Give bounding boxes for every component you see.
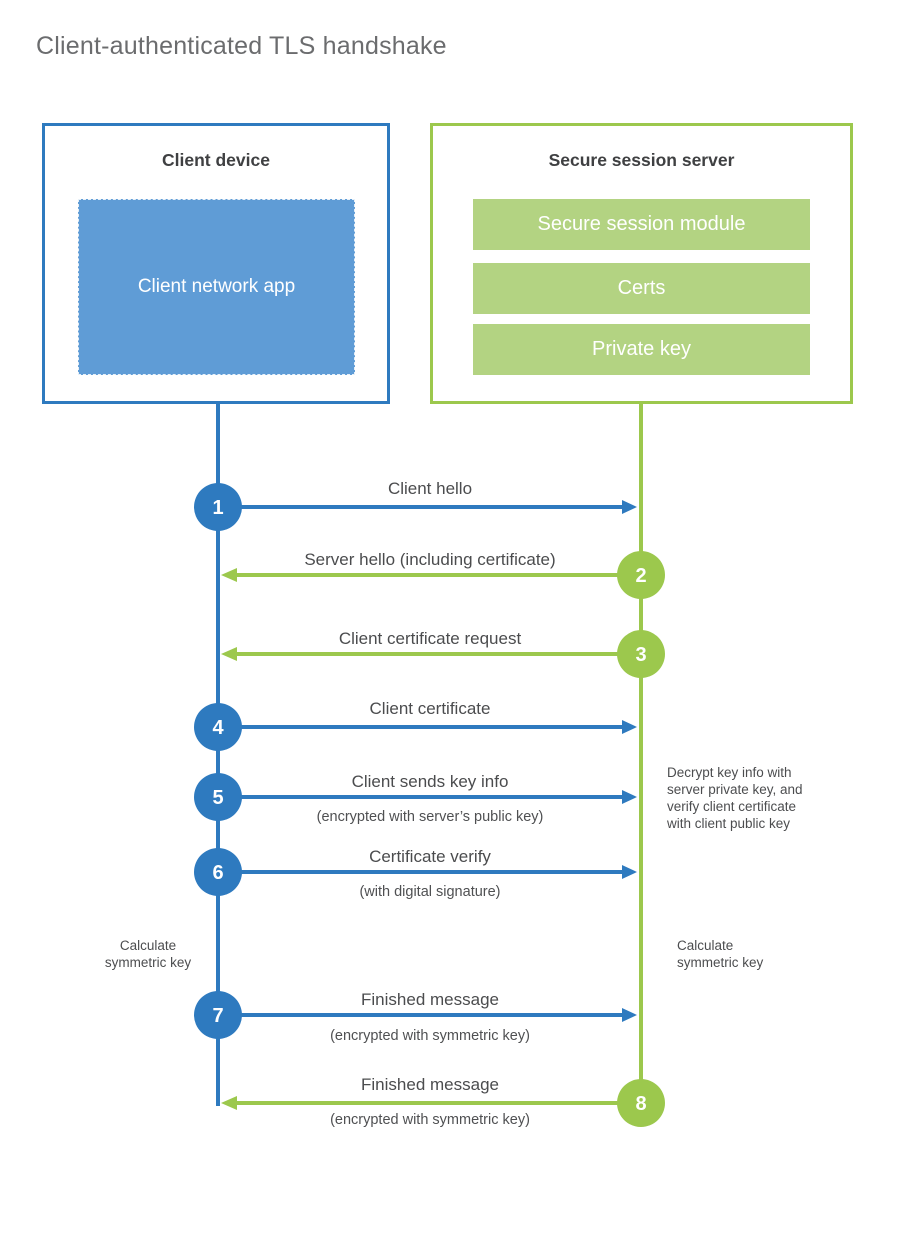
arrow-step-6: [218, 865, 637, 879]
arrow-step-8: [221, 1096, 641, 1110]
message-label-3: Client certificate request: [338, 629, 522, 648]
note-decrypt-key-info: Decrypt key info with server private key…: [667, 765, 803, 831]
note-calculate-symmetric-key-client: Calculate symmetric key: [104, 938, 192, 970]
message-sublabel-7: (encrypted with symmetric key): [330, 1028, 530, 1044]
step-circle-6: 6: [194, 848, 242, 896]
message-label-6: Certificate verify: [369, 847, 491, 866]
step-circle-5: 5: [194, 773, 242, 821]
server-module-secure-session: Secure session module: [473, 199, 810, 250]
message-label-7: Finished message: [361, 990, 499, 1009]
message-label-4: Client certificate: [369, 699, 491, 718]
page-title: Client-authenticated TLS handshake: [36, 32, 447, 60]
arrow-step-3: [221, 647, 641, 661]
client-device-box: Client device Client network app: [42, 123, 390, 404]
svg-text:3: 3: [635, 644, 646, 666]
svg-text:4: 4: [212, 717, 224, 739]
note-calculate-symmetric-key-server: Calculate symmetric key: [677, 938, 764, 970]
message-sublabel-5: (encrypted with server’s public key): [316, 809, 544, 825]
message-sublabel-8: (encrypted with symmetric key): [330, 1112, 530, 1128]
client-device-title: Client device: [162, 150, 270, 170]
svg-text:7: 7: [212, 1005, 223, 1027]
svg-text:1: 1: [212, 497, 223, 519]
svg-text:5: 5: [212, 787, 223, 809]
svg-text:8: 8: [635, 1093, 646, 1115]
step-circle-4: 4: [194, 703, 242, 751]
step-circle-3: 3: [617, 630, 665, 678]
step-circle-1: 1: [194, 483, 242, 531]
svg-text:6: 6: [212, 862, 223, 884]
step-circle-8: 8: [617, 1079, 665, 1127]
step-circle-2: 2: [617, 551, 665, 599]
client-network-app-label: Client network app: [137, 276, 296, 297]
message-sublabel-6: (with digital signature): [359, 884, 501, 900]
message-label-5: Client sends key info: [351, 772, 509, 791]
server-module-private-key: Private key: [473, 324, 810, 375]
message-label-1: Client hello: [387, 479, 473, 498]
arrow-step-2: [221, 568, 641, 582]
step-circle-7: 7: [194, 991, 242, 1039]
client-network-app-box: Client network app: [78, 199, 355, 375]
arrow-step-1: [218, 500, 637, 514]
arrow-step-7: [218, 1008, 637, 1022]
svg-text:2: 2: [635, 565, 646, 587]
secure-session-server-box: Secure session server Secure session mod…: [430, 123, 853, 404]
message-label-8: Finished message: [361, 1075, 499, 1094]
message-label-2: Server hello (including certificate): [304, 550, 556, 569]
server-module-certs: Certs: [473, 263, 810, 314]
arrow-step-4: [218, 720, 637, 734]
arrow-step-5: [218, 790, 637, 804]
secure-session-server-title: Secure session server: [548, 150, 735, 170]
